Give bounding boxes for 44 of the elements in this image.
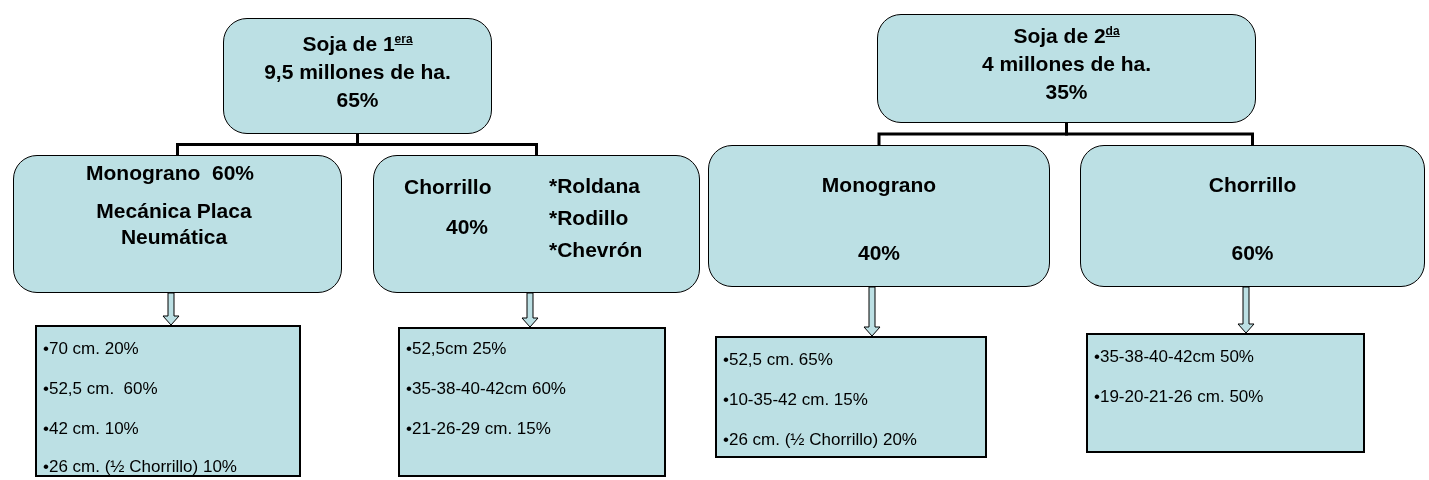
list-item: •19-20-21-26 cm. 50% [1094,387,1264,407]
node-label: *Chevrón [549,237,643,263]
list-item: •42 cm. 10% [43,419,139,439]
rounded-box [373,155,700,293]
list-item: •26 cm. (½ Chorrillo) 20% [723,430,917,450]
node-label: Soja de 2$^{da}$ [1012,23,1121,49]
node-label: 40% [857,240,901,266]
node-label: Monograno 60% [86,160,254,186]
node-label: *Roldana [549,173,640,199]
block-arrow [1237,286,1255,334]
node-label: 40% [446,214,489,240]
connector-line [356,134,538,155]
list-item: •52,5 cm. 60% [43,379,158,399]
list-box [715,336,987,458]
list-item: •35-38-40-42cm 50% [1094,347,1254,367]
node-label: 9,5 millones de ha. [263,59,452,85]
list-item: •26 cm. (½ Chorrillo) 10% [43,457,237,477]
rounded-box [1080,145,1425,287]
list-box [398,327,666,477]
node-label: 60% [1230,240,1275,266]
rounded-box [877,14,1256,123]
rounded-box [13,155,342,293]
node-label: Soja de 1$^{era}$ [301,31,414,57]
list-box [1086,333,1365,453]
node-label: Chorrillo [1207,172,1298,198]
list-item: •35-38-40-42cm 60% [406,379,566,399]
block-arrow [162,292,180,326]
list-item: •10-35-42 cm. 15% [723,390,868,410]
node-label: Chorrillo [404,174,492,200]
node-label: Monograno [820,172,938,198]
list-box [35,325,301,477]
list-item: •52,5cm 25% [406,339,507,359]
node-label: 35% [1044,79,1089,105]
list-item: •52,5 cm. 65% [723,350,833,370]
block-arrow [863,286,881,337]
node-label: 4 millones de ha. [980,51,1153,77]
rounded-box [708,145,1050,287]
block-arrow [521,292,539,328]
rounded-box [223,18,492,134]
list-item: •21-26-29 cm. 15% [406,419,551,439]
list-item: •70 cm. 20% [43,339,139,359]
node-label: 65% [335,87,380,113]
node-label: Mecánica Placa Neumática [95,198,253,250]
node-label: *Rodillo [549,205,629,231]
